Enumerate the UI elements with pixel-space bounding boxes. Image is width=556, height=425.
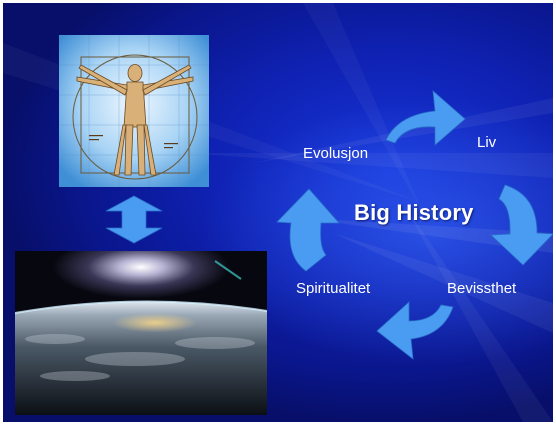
label-evolusjon: Evolusjon [303,145,369,162]
slide: Evolusjon Liv Bevissthet Spiritualitet B… [3,3,553,422]
vitruvian-man-image [59,35,209,187]
center-title: Big History [354,200,474,225]
label-bevissthet: Bevissthet [447,280,517,297]
label-spiritualitet: Spiritualitet [296,280,371,297]
earth-orbit-image [15,251,267,415]
label-liv: Liv [477,134,497,151]
